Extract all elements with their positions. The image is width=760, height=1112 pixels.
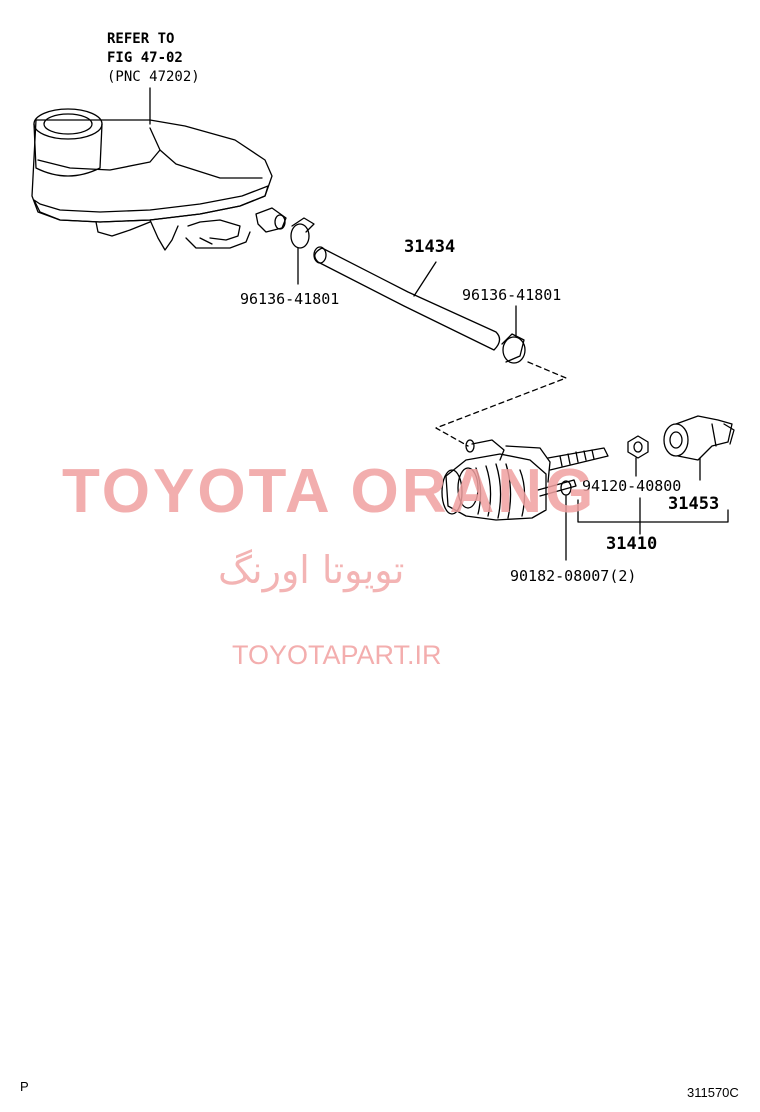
part-label-release-cylinder: 31410: [606, 534, 658, 554]
part-label-boot: 31453: [668, 494, 720, 514]
hose-clip-left-drawing: [290, 217, 315, 285]
part-label-bolt: 90182-08007(2): [510, 567, 637, 585]
clutch-hose-drawing: [313, 246, 501, 351]
refer-note-line3: (PNC 47202): [107, 69, 200, 85]
part-label-nut: 94120-40800: [582, 477, 682, 495]
nut-drawing: [627, 435, 649, 477]
boot-drawing: [663, 415, 735, 481]
refer-note-line2: FIG 47-02: [107, 50, 183, 66]
release-cylinder-drawing: [441, 439, 609, 561]
part-label-hose: 31434: [404, 237, 456, 257]
assembly-bracket-lines: [577, 497, 729, 535]
reservoir-tank-drawing: [31, 87, 287, 251]
connection-dashed-line: [435, 361, 567, 447]
watermark-brand: TOYOTA ORANG: [62, 457, 597, 526]
part-label-clip-right: 96136-41801: [462, 286, 562, 304]
refer-note-line1: REFER TO: [107, 31, 175, 47]
watermark-url: TOYOTAPART.IR: [232, 640, 442, 670]
hose-clip-right-drawing: [501, 305, 526, 364]
part-label-clip-left: 96136-41801: [240, 290, 340, 308]
figure-code: 311570C: [687, 1085, 739, 1100]
watermark-persian: تویوتا اورنگ: [218, 548, 405, 592]
page-marker: P: [20, 1079, 29, 1094]
